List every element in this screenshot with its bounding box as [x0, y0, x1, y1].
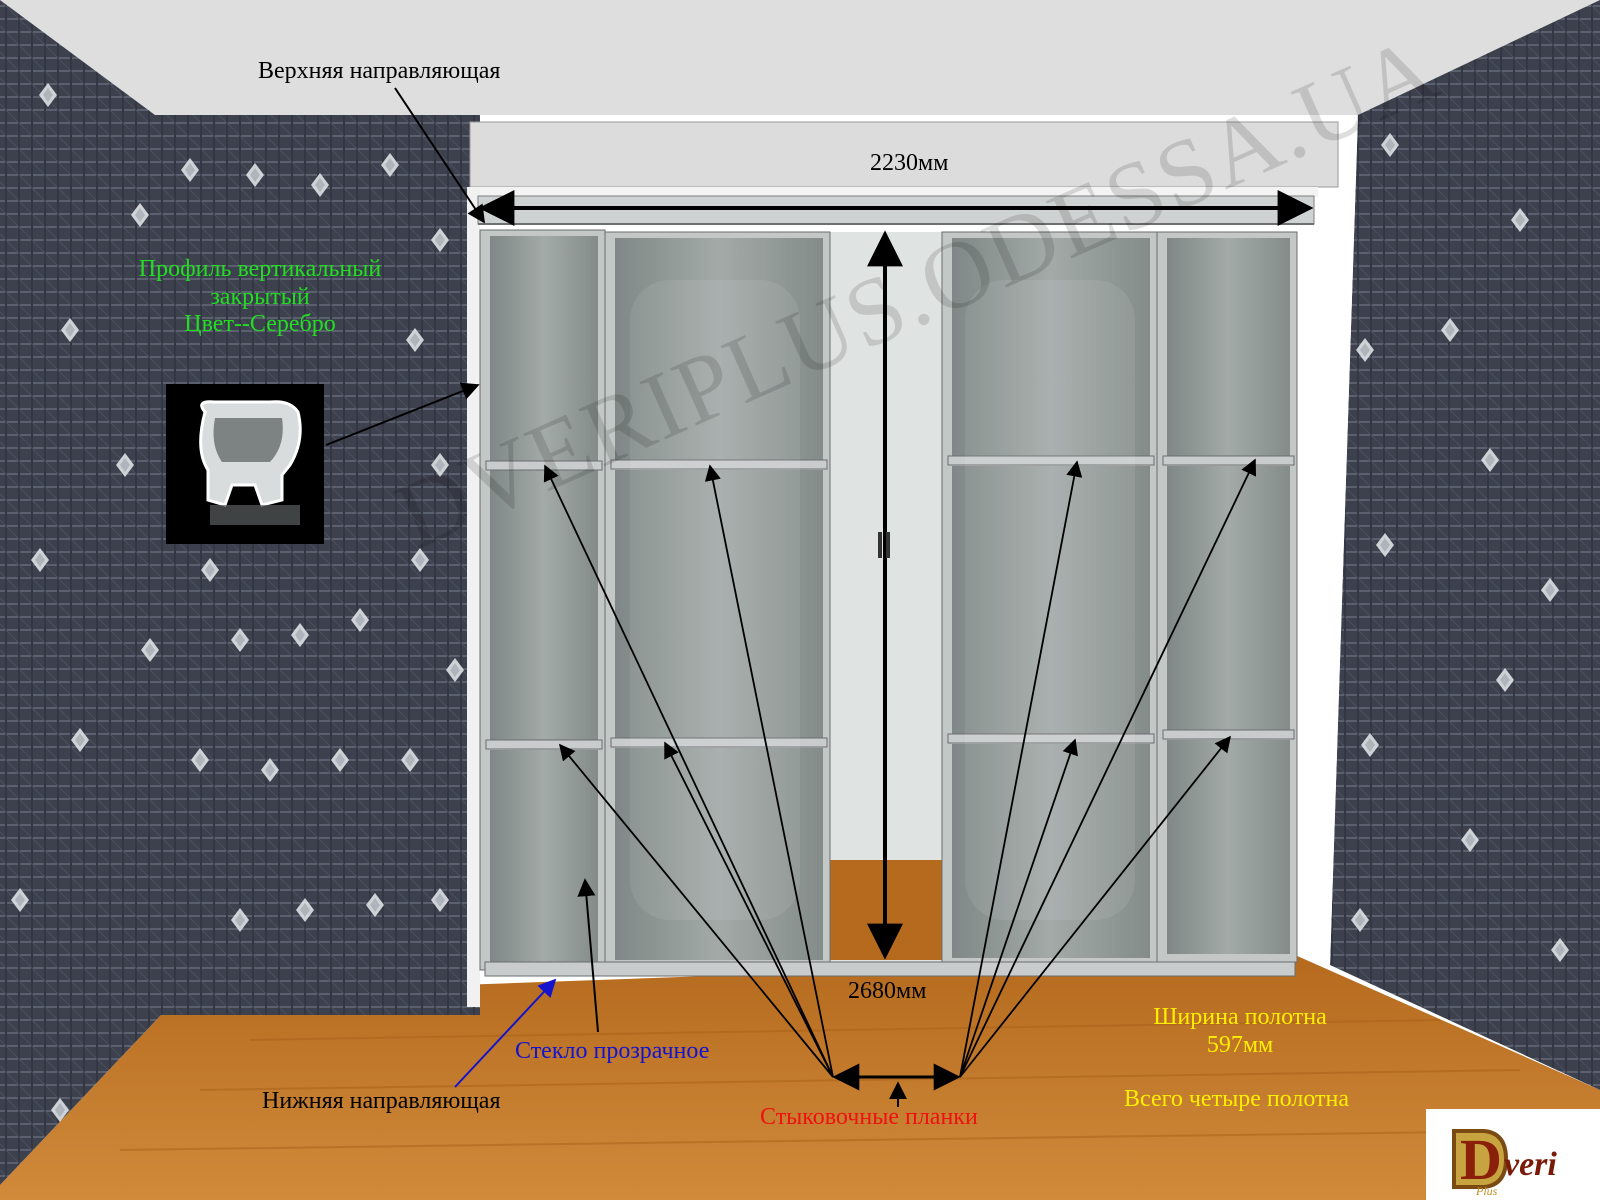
bottom-rail [484, 961, 1296, 977]
panel-width-line2: 597мм [1206, 1031, 1274, 1058]
door-panels [479, 229, 1298, 971]
panel-width-label: Ширина полотна 597мм [1100, 1004, 1380, 1059]
width-dimension-label: 2230мм [870, 150, 949, 176]
top-rail-leader [394, 87, 485, 224]
ceiling-box [469, 121, 1339, 188]
logo-mark: D veri Plus [1452, 1127, 1557, 1198]
logo-initial: D [1460, 1127, 1502, 1192]
left-wall [0, 0, 180, 1185]
profile-label: Профиль вертикальный закрытый Цвет--Сере… [100, 256, 420, 339]
logo-sub: Plus [1475, 1184, 1498, 1198]
brand-logo: D veri Plus [1426, 1109, 1600, 1200]
bottom-rail-leader [454, 978, 557, 1088]
glass-leader [577, 878, 599, 1033]
profile-label-line2: закрытый [210, 283, 310, 310]
height-dimension-label: 2680мм [848, 978, 927, 1004]
profile-leader [325, 382, 480, 446]
glass-label: Стекло прозрачное [515, 1038, 710, 1064]
profile-image [166, 384, 324, 544]
joining-strip-leaders [543, 458, 1257, 1078]
right-wall [1330, 0, 1600, 1090]
floor [0, 955, 1600, 1200]
panel-count-label: Всего четыре полотна [1124, 1086, 1350, 1112]
logo-text: veri [1504, 1146, 1557, 1183]
panel-width-line1: Ширина полотна [1153, 1004, 1327, 1030]
bottom-rail-label: Нижняя направляющая [262, 1088, 501, 1114]
niche-side [1300, 115, 1358, 965]
top-rail-label: Верхняя направляющая [258, 58, 501, 84]
profile-label-line3: Цвет--Серебро [184, 311, 336, 338]
joining-strips-label: Стыковочные планки [760, 1104, 978, 1130]
ceiling-plane [0, 0, 1600, 115]
niche-left-jamb [467, 187, 480, 1007]
profile-label-line1: Профиль вертикальный [138, 256, 382, 282]
